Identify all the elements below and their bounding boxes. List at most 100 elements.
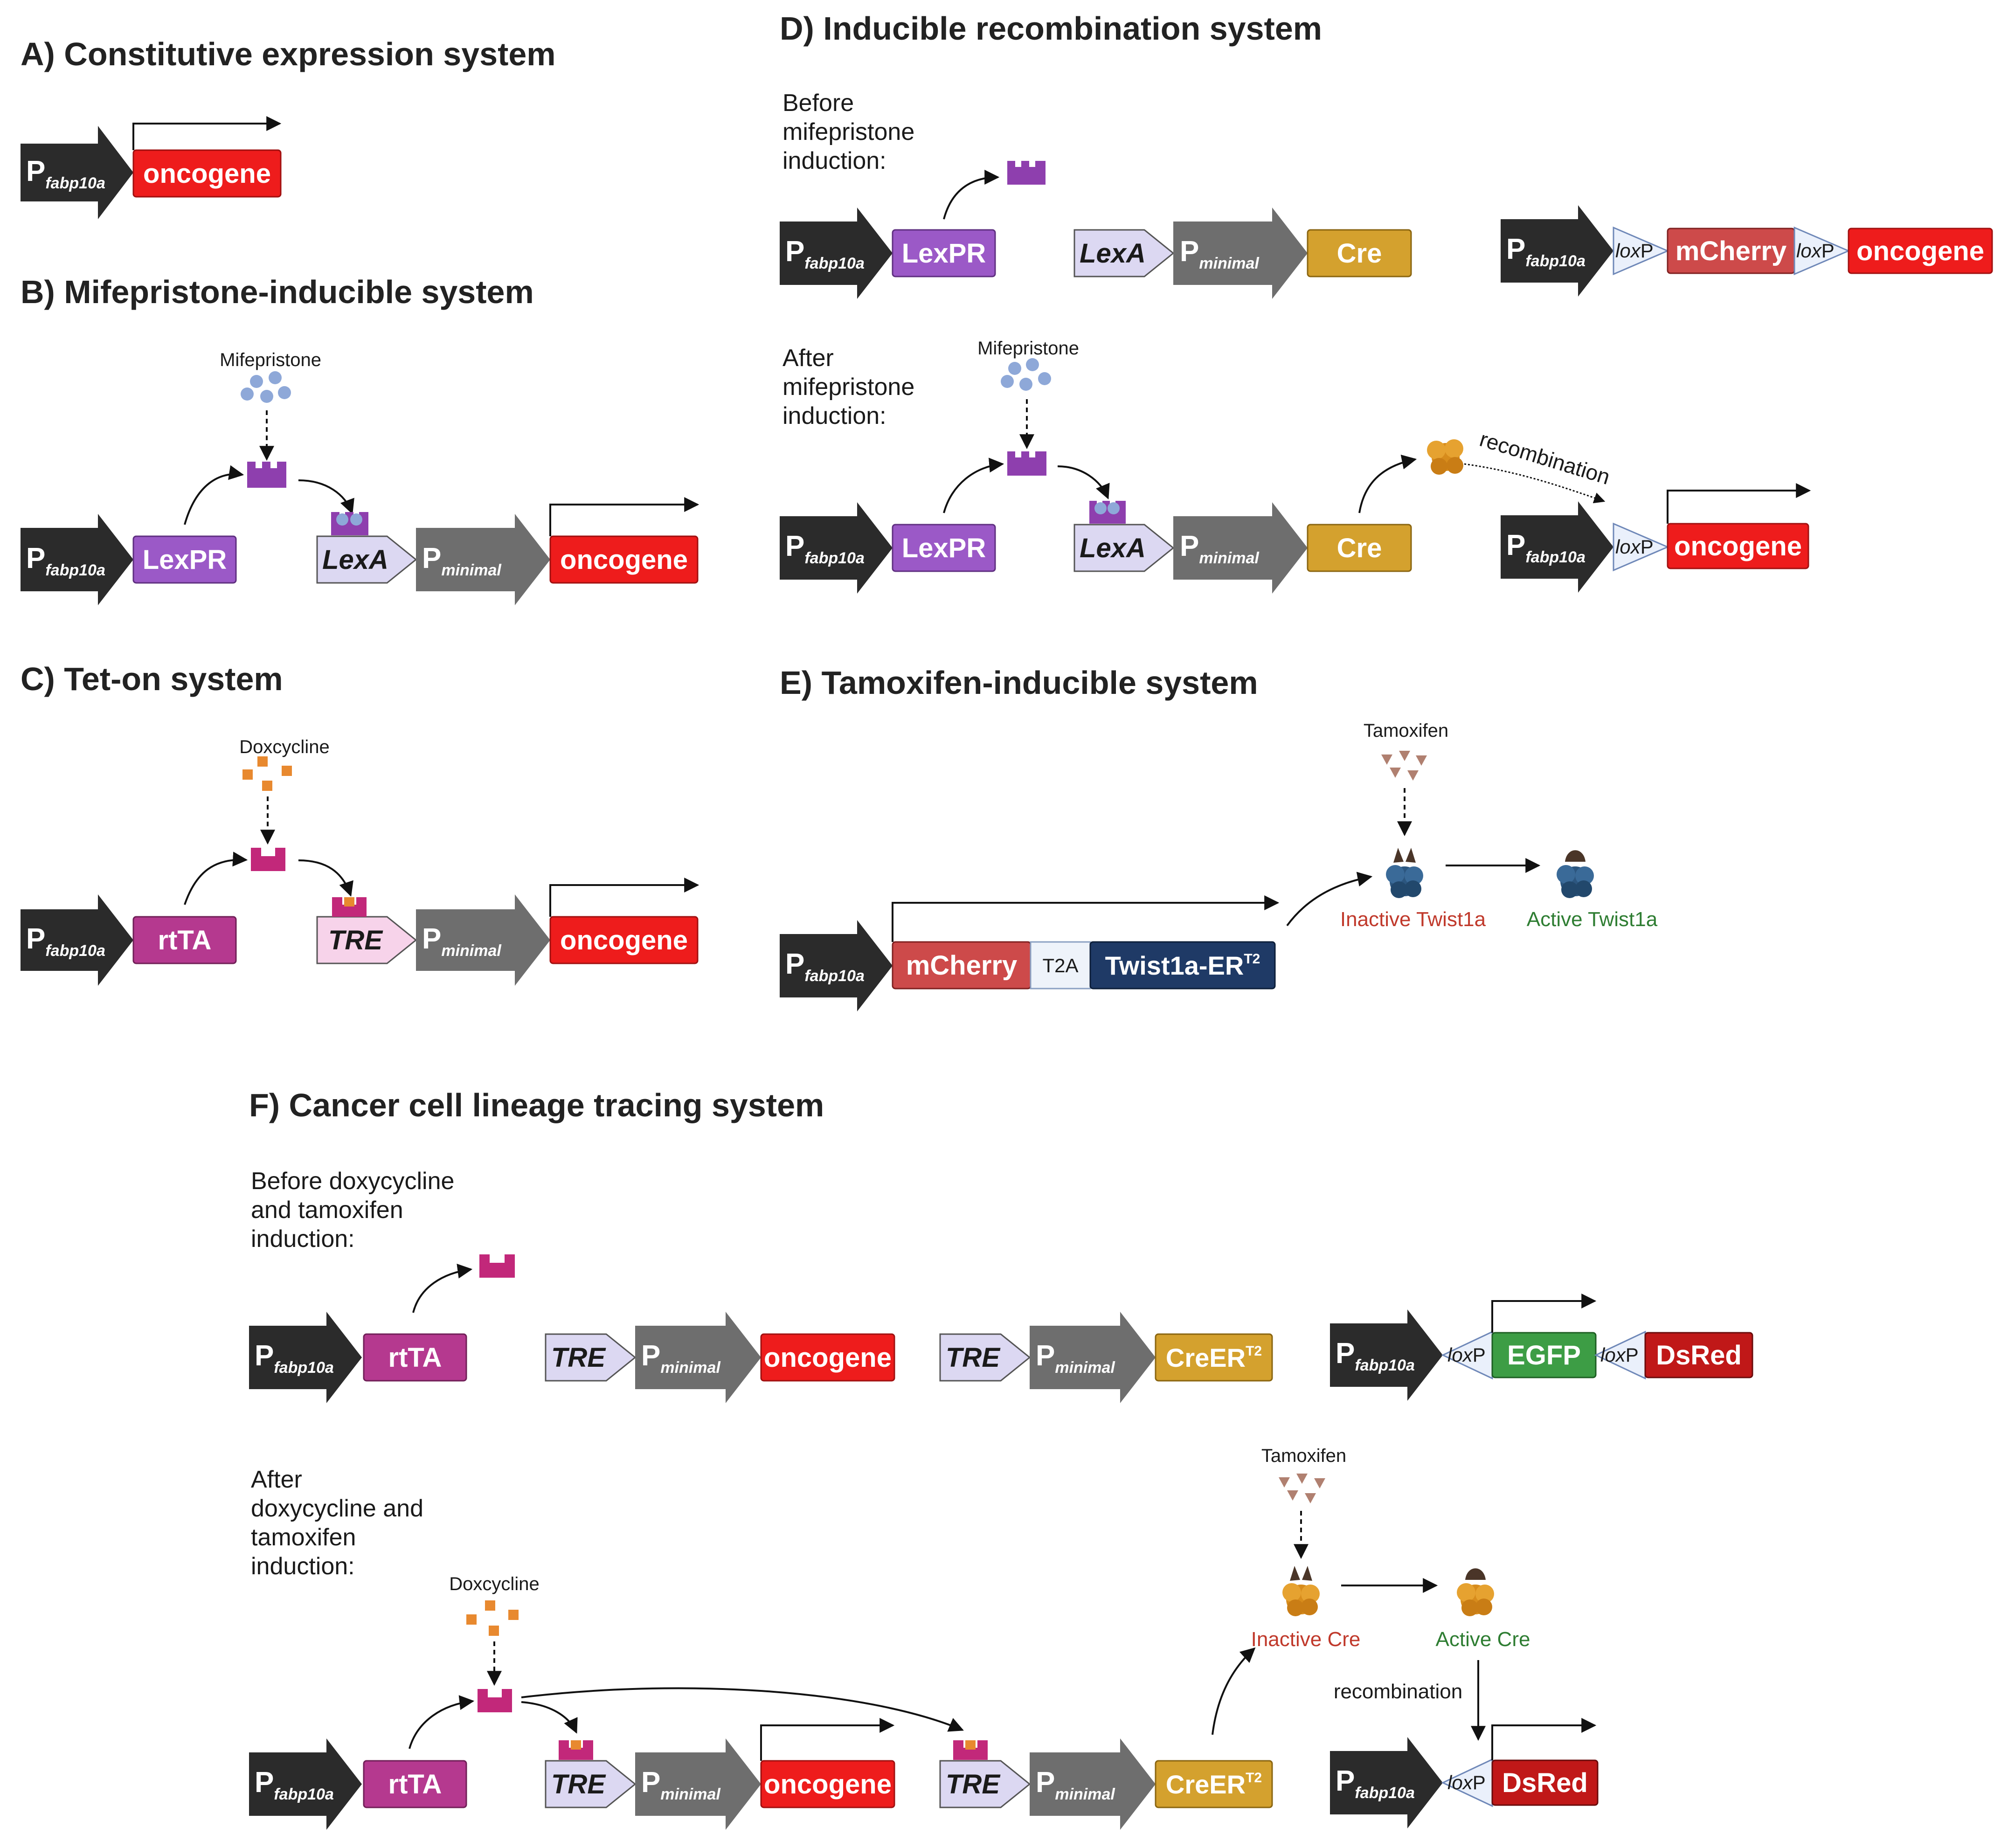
panel-e: E) Tamoxifen-inducible system Tamoxifen [780,664,1658,1011]
recombination-label: recombination [1477,427,1613,489]
svg-text:Pfabp10a: Pfabp10a [1336,1765,1415,1802]
svg-text:Pminimal: Pminimal [641,1766,721,1803]
gene-oncogene: oncogene [549,916,699,964]
svg-text:LexA: LexA [1080,533,1146,563]
svg-text:Pfabp10a: Pfabp10a [1506,233,1586,270]
lexpr-protein-icon [247,462,286,488]
rtta-protein-icon [479,1254,515,1278]
svg-text:mifepristone: mifepristone [782,374,914,401]
t2a-peptide: T2A [1030,941,1091,990]
gene-oncogene: oncogene [132,149,282,198]
svg-text:TRE: TRE [551,1343,606,1373]
gene-rtta: rtTA [363,1333,467,1382]
gene-mcherry: mCherry [892,941,1032,990]
inactive-twist1a-label: Inactive Twist1a [1340,908,1486,931]
svg-text:Pminimal: Pminimal [1180,235,1260,272]
tre-element: TRE [939,1740,1031,1808]
doxycycline-molecules [466,1600,519,1636]
gene-twist1a-ert2: Twist1a-ERT2 [1089,941,1276,990]
tre-element: TRE [545,1333,637,1382]
svg-text:induction:: induction: [251,1225,355,1253]
svg-text:loxP: loxP [1615,536,1654,558]
promoter-fabp10a: Pfabp10a [21,894,133,986]
mifepristone-molecules [241,371,291,403]
svg-text:induction:: induction: [251,1553,355,1580]
panel-a: A) Constitutive expression system Pfabp1… [21,36,556,219]
panel-d-title: D) Inducible recombination system [780,10,1322,47]
minimal-promoter: Pminimal [1030,1312,1156,1403]
gene-oncogene: oncogene [760,1333,895,1382]
svg-text:Pfabp10a: Pfabp10a [785,948,865,985]
svg-text:mCherry: mCherry [906,950,1018,981]
mifepristone-label: Mifepristone [220,350,321,370]
caption-after: After [251,1466,302,1493]
svg-text:CreERT2: CreERT2 [1166,1343,1262,1372]
lexa-operator: LexA [316,512,417,584]
svg-text:loxP: loxP [1600,1344,1639,1366]
svg-text:Twist1a-ERT2: Twist1a-ERT2 [1105,951,1260,980]
minimal-promoter: Pminimal [1173,502,1308,594]
svg-text:LexA: LexA [322,545,388,575]
panel-e-title: E) Tamoxifen-inducible system [780,664,1258,701]
gene-rtta: rtTA [363,1760,467,1808]
svg-text:TRE: TRE [946,1769,1001,1800]
svg-text:CreERT2: CreERT2 [1166,1770,1262,1799]
svg-text:rtTA: rtTA [388,1769,442,1800]
svg-text:Cre: Cre [1337,238,1382,269]
recombination-label: recombination [1334,1680,1462,1703]
inactive-twist1a-protein-icon [1386,848,1423,898]
svg-text:Pfabp10a: Pfabp10a [255,1340,334,1377]
gene-cre: Cre [1307,524,1412,572]
tre-element: TRE [545,1740,637,1808]
svg-text:Pminimal: Pminimal [422,923,502,960]
gene-dsred: DsRed [1491,1759,1599,1806]
gene-lexpr: LexPR [892,524,996,572]
panel-c-title: C) Tet-on system [21,661,283,697]
gene-mcherry: mCherry [1667,228,1795,274]
gene-egfp: EGFP [1491,1332,1597,1378]
svg-text:Pminimal: Pminimal [422,542,502,579]
svg-text:Pfabp10a: Pfabp10a [26,542,105,579]
svg-text:mCherry: mCherry [1676,236,1787,266]
svg-text:Pfabp10a: Pfabp10a [1506,529,1586,566]
promoter-fabp10a: Pfabp10a [1501,501,1613,593]
inactive-cre-label: Inactive Cre [1251,1628,1361,1651]
svg-text:and tamoxifen: and tamoxifen [251,1197,403,1224]
svg-text:Pfabp10a: Pfabp10a [255,1766,334,1803]
gene-creert2: CreERT2 [1155,1333,1273,1382]
doxycycline-label: Doxcycline [239,737,329,757]
gene-rtta: rtTA [132,916,237,964]
svg-text:oncogene: oncogene [764,1769,892,1800]
svg-text:T2A: T2A [1042,955,1078,976]
tamoxifen-label: Tamoxifen [1364,720,1448,741]
panel-f: F) Cancer cell lineage tracing system Be… [249,1087,1753,1830]
panel-a-title: A) Constitutive expression system [21,36,556,72]
tamoxifen-label: Tamoxifen [1261,1446,1346,1466]
minimal-promoter: Pminimal [1030,1738,1156,1830]
tre-element: TRE [316,897,417,964]
minimal-promoter: Pminimal [635,1738,761,1830]
active-twist1a-label: Active Twist1a [1527,908,1658,931]
gene-lexpr: LexPR [132,535,237,584]
minimal-promoter: Pminimal [416,894,550,986]
svg-text:mifepristone: mifepristone [782,118,914,145]
doxycycline-molecules [242,756,292,791]
active-twist1a-protein-icon [1557,850,1594,898]
tamoxifen-molecules [1381,751,1427,781]
svg-text:TRE: TRE [328,925,383,955]
promoter-fabp10a: Pfabp10a [780,920,893,1011]
caption-before: Before doxycycline [251,1168,454,1195]
svg-text:EGFP: EGFP [1507,1340,1581,1370]
transcription-arrow [132,116,282,150]
svg-text:loxP: loxP [1447,1772,1486,1793]
svg-text:Cre: Cre [1337,533,1382,563]
gene-lexpr: LexPR [892,229,996,277]
loxp-site: loxP [1613,522,1669,572]
svg-text:oncogene: oncogene [1674,531,1802,561]
lexa-operator: LexA [1073,229,1175,277]
panel-f-title: F) Cancer cell lineage tracing system [249,1087,824,1123]
promoter-fabp10a: Pfabp10a [21,126,133,219]
svg-text:oncogene: oncogene [560,925,688,955]
promoter-fabp10a: Pfabp10a [780,208,893,299]
svg-text:Pminimal: Pminimal [1036,1766,1115,1803]
